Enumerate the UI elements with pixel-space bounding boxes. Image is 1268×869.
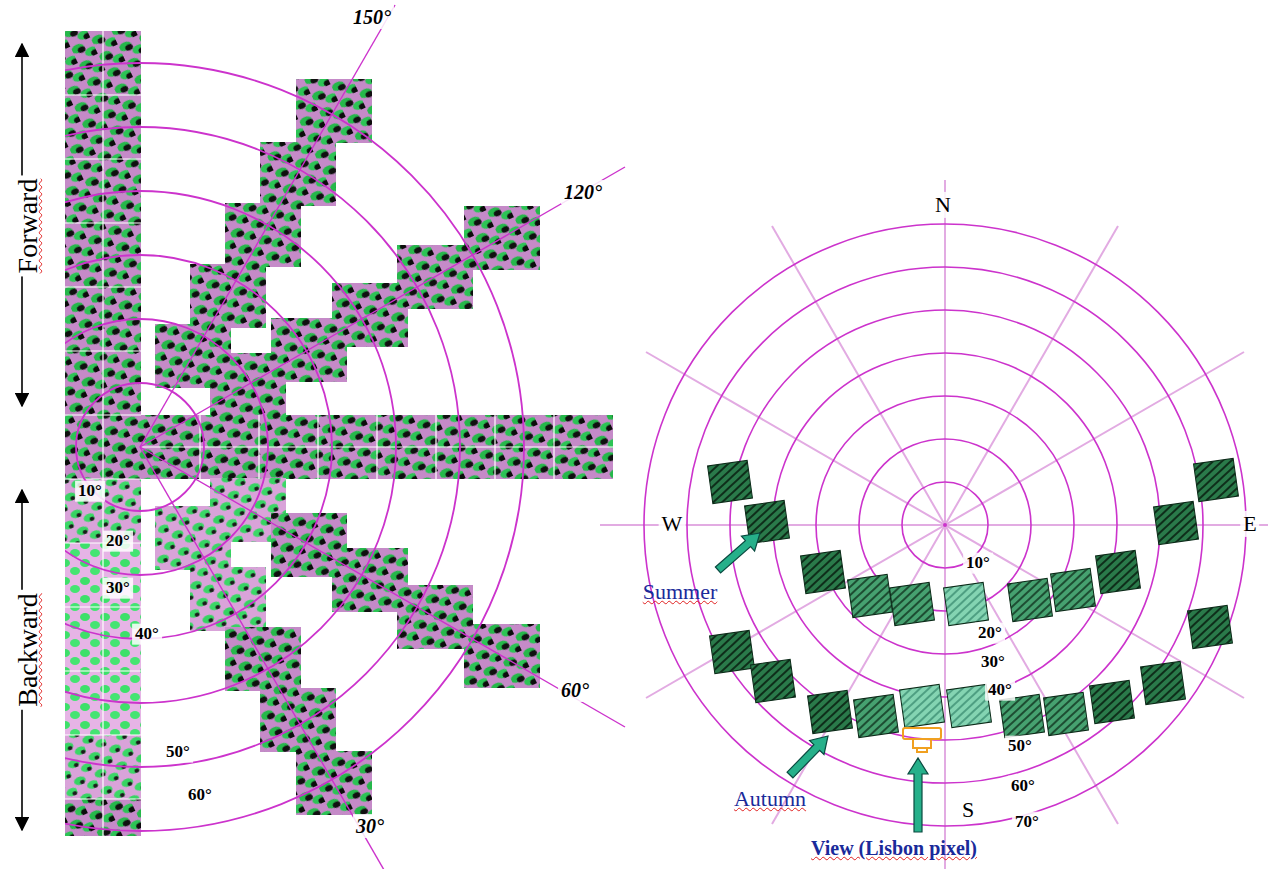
zenith-point	[943, 523, 947, 527]
autumn-arrow	[787, 736, 828, 778]
sun-tile	[1188, 605, 1233, 648]
polar-rings	[644, 224, 1246, 826]
sun-tile	[1096, 550, 1141, 593]
zenith-ring	[730, 310, 1160, 740]
grid-line	[65, 606, 141, 607]
zenith-arc	[65, 191, 396, 703]
zenith-ring	[816, 396, 1074, 654]
sensor-base	[917, 748, 927, 752]
zenith-label: 30°	[978, 652, 1008, 673]
compass-label: S	[959, 797, 977, 823]
sun-tile	[1051, 568, 1096, 611]
sun-tile	[1000, 694, 1045, 737]
zenith-label: 10°	[963, 553, 993, 574]
grid-line	[317, 415, 318, 479]
direction-label: Forward	[12, 176, 45, 277]
zenith-ring	[644, 224, 1246, 826]
zenith-label: 70°	[1012, 812, 1042, 833]
sun-tile	[900, 684, 945, 727]
zenith-ring	[687, 267, 1203, 783]
zenith-label: 50°	[163, 742, 193, 763]
column-tiles	[65, 31, 141, 836]
grid-line	[65, 478, 141, 479]
polar-spoke	[944, 180, 946, 869]
sun-tile	[1154, 501, 1199, 544]
summer-arrow	[715, 533, 760, 573]
grid-line	[65, 734, 141, 735]
view-arrow	[908, 758, 928, 832]
zenith-label: 60°	[185, 785, 215, 806]
grid-line	[65, 350, 141, 351]
grid-line	[65, 222, 141, 223]
sun-tile	[1090, 680, 1135, 723]
zenith-label: 30°	[103, 578, 133, 599]
polar-spoke	[646, 352, 1244, 698]
grid-line	[258, 415, 259, 479]
azimuth-line	[140, 5, 395, 447]
compass-label: N	[932, 192, 954, 218]
sun-tile	[1141, 661, 1186, 704]
sun-tile	[1044, 692, 1089, 735]
season-label: Summer	[640, 579, 721, 605]
compass-label: W	[659, 511, 686, 537]
zenith-label: 40°	[985, 680, 1015, 701]
grid-line	[65, 94, 141, 95]
sun-tile	[801, 550, 846, 593]
view-label: View (Lisbon pixel)	[808, 836, 980, 860]
sun-tile	[890, 582, 935, 625]
sun-tile	[710, 630, 755, 673]
zenith-label: 40°	[132, 624, 162, 645]
season-label: Autumn	[731, 786, 809, 812]
grid-line	[65, 158, 141, 159]
azimuth-lines	[140, 5, 625, 869]
grid-line	[65, 414, 141, 415]
polar-spokes	[600, 180, 1268, 869]
grid-line	[65, 670, 141, 671]
azimuth-label: 60°	[558, 678, 592, 702]
sensor-lens	[913, 739, 931, 748]
zenith-ring	[773, 353, 1117, 697]
sensor-body	[903, 728, 941, 739]
zenith-arc	[65, 127, 460, 767]
pointer-arrows	[715, 533, 928, 832]
azimuth-label: 150°	[350, 5, 394, 29]
azimuth-label: 120°	[561, 180, 605, 204]
zenith-label: 10°	[75, 481, 105, 502]
grid-line	[376, 415, 377, 479]
sun-tile	[751, 659, 796, 702]
sensor-icon	[903, 728, 941, 752]
azimuth-line	[140, 447, 395, 869]
azimuth-label: 30°	[353, 814, 387, 838]
zenith-label: 50°	[1005, 736, 1035, 757]
zenith-label: 20°	[975, 623, 1005, 644]
azimuth-line	[140, 447, 625, 727]
grid-line	[65, 798, 141, 799]
zenith-arc	[65, 319, 268, 575]
row-tiles	[141, 415, 613, 479]
sun-tile	[1194, 458, 1239, 501]
azimuth-line	[140, 167, 625, 447]
direction-label: Backward	[12, 590, 45, 710]
sun-tile	[854, 694, 899, 737]
sun-tiles	[708, 458, 1239, 737]
grid-line	[553, 415, 554, 479]
zenith-label: 60°	[1008, 776, 1038, 797]
sun-tile	[848, 574, 893, 617]
canopy-tile	[190, 264, 266, 328]
grid-line	[435, 415, 436, 479]
grid-line	[102, 31, 103, 836]
grid-line	[494, 415, 495, 479]
polar-spoke	[772, 226, 1118, 824]
grid-line	[65, 286, 141, 287]
sun-tile	[944, 582, 989, 625]
sun-tile	[1008, 578, 1053, 621]
sun-tile	[708, 460, 753, 503]
sun-tile	[808, 690, 853, 733]
zenith-arc	[65, 255, 332, 639]
compass-label: E	[1240, 511, 1259, 537]
zenith-label: 20°	[103, 531, 133, 552]
